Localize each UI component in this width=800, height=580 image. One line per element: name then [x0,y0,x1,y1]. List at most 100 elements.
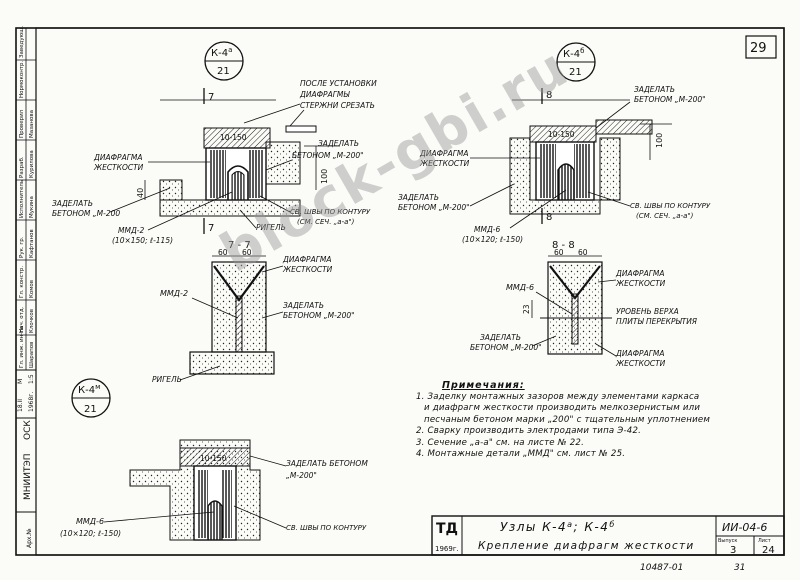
strip-check-label: Нормоконтр. [19,61,25,98]
strip-role-3: Рук. гр. [19,236,25,258]
strip-name-1: Клочков [29,309,35,333]
bottom-sheet-number: 31 [734,563,745,573]
title-line1: Узлы К-4а; К-4б [500,520,616,534]
section-77-diaphragm: ДИАФРАГМА [282,255,332,264]
callout-section-ref-b: (СМ. СЕЧ. „а-а") [636,212,694,220]
notes-title: Примечания: [442,380,525,391]
strip-role-0: Гл. инж. ин-та [19,326,25,368]
node-k4m-label: К-4м [78,383,100,396]
callout-cut-rods: СТЕРЖНИ СРЕЗАТЬ [300,101,375,110]
scale-label: М [17,379,24,384]
node-k4b: К-4б 21 8 8 100 10-150 ЗАДЕЛАТЬ БЕТОНОМ … [398,42,711,244]
section-77-dim-b: 60 [242,248,252,257]
strip-name-5: Курилова [29,150,35,178]
strip-role-1: Нач. отд. [19,306,25,333]
section-88-mmd: ММД-6 [506,283,534,292]
section-88-embed: ЗАДЕЛАТЬ [480,333,521,342]
callout-embed-a2: ЗАДЕЛАТЬ [52,199,93,208]
section-77-beam: РИГЕЛЬ [152,375,182,384]
left-stamp-strip: МНИИТЭП ОСК Арх.№ 18.II 1968г. М 1:5 Гл.… [16,26,36,548]
cut-7-top: 7 [208,92,214,103]
section-88-dim-23: 23 [522,304,531,314]
notes-line-3: песчаным бетоном марки „200" с тщательны… [424,414,711,425]
notes-line-4: 2. Сварку производить электродами типа Э… [416,426,642,436]
callout-diaphragm-b: ДИАФРАГМА [419,149,469,158]
strip-chief-label: Заведующ. [19,26,25,58]
callout-beam-a: РИГЕЛЬ [256,223,286,232]
callout-mmd-size-b: (10×120; ℓ-150) [462,235,523,244]
node-k4m-mmd-size: (10×120; ℓ-150) [60,529,121,538]
callout-embed-b1: ЗАДЕЛАТЬ [634,85,675,94]
callout-mmd-a: ММД-2 [118,226,145,235]
node-k4b-dim-100: 100 [655,133,664,148]
section-88-slab-level1: УРОВЕНЬ ВЕРХА [616,307,679,316]
page-number: 29 [750,41,767,56]
org-dept: ОСК [23,420,33,440]
callout-diaphragm-rods: ДИАФРАГМЫ [299,90,350,99]
node-k4m-embed: ЗАДЕЛАТЬ БЕТОНОМ [286,459,368,468]
node-k4b-dim-top: 10-150 [548,130,575,139]
node-k4a-sheet-ref: 21 [217,66,230,77]
node-k4m-concrete: „М-200" [286,471,317,480]
callout-diaphragm-a: ДИАФРАГМА [93,153,143,162]
section-88-dim-b: 60 [578,248,588,257]
callout-concrete-a1: БЕТОНОМ „М-200" [292,151,364,160]
callout-mmd-b: ММД-6 [474,225,501,234]
cut-8-bottom: 8 [546,212,552,223]
callout-concrete-a2: БЕТОНОМ „М-200 [52,209,120,218]
notes-line-2: и диафрагм жесткости производить мелкозе… [424,403,701,413]
section-88-diaphragm2: ДИАФРАГМА [615,349,665,358]
node-k4m-sheet-ref: 21 [84,404,97,415]
title-sheet-label: Лист [758,538,771,544]
node-k4m: К-4м 21 10-150 ЗАДЕЛАТЬ БЕТОНОМ „М-200" … [60,378,368,541]
section-77-embed: ЗАДЕЛАТЬ [283,301,324,310]
page-number-box [745,35,777,59]
strip-role-5: Разраб. [19,156,25,178]
archive-label: Арх.№ [26,528,33,548]
callout-weld-b: СВ. ШВЫ ПО КОНТУРУ [630,202,711,210]
section-8-8: 8 - 8 60 60 ММД-6 23 ДИАФРАГМА ЖЕСТКОСТИ… [470,240,697,368]
inner-frame [35,27,785,556]
section-88-title: 8 - 8 [552,240,575,251]
callout-embed-b2: ЗАДЕЛАТЬ [398,193,439,202]
section-7-7: 7 - 7 60 60 ДИАФРАГМА ЖЕСТКОСТИ ММД-2 ЗА… [152,240,355,384]
title-year: 1969г. [435,545,459,553]
section-88-stiffness2: ЖЕСТКОСТИ [615,359,666,368]
notes-block: Примечания: 1. Заделку монтажных зазоров… [416,380,776,461]
section-88-stiffness: ЖЕСТКОСТИ [615,279,666,288]
strip-name-2: Комов [29,280,35,298]
callout-embed-a1: ЗАДЕЛАТЬ [318,139,359,148]
org-name: МНИИТЭП [23,453,33,500]
title-line2: Крепление диафрагм жесткости [478,540,694,552]
title-code: ИИ-04-6 [722,521,767,534]
node-k4m-mmd: ММД-6 [76,517,104,526]
callout-mmd-size-a: (10×150; ℓ-115) [112,236,173,245]
title-block: ТД 1969г. Узлы К-4а; К-4б Крепление диаф… [431,515,785,556]
strip-role-6: Проверил [19,109,25,138]
callout-concrete-b1: БЕТОНОМ „М-200" [634,95,706,104]
title-issue-label: Выпуск [718,538,737,544]
section-88-slab-level2: ПЛИТЫ ПЕРЕКРЫТИЯ [616,317,697,326]
node-k4a-column-stub [265,141,301,185]
section-88-diaphragm: ДИАФРАГМА [615,269,665,278]
section-77-dim-a: 60 [218,248,228,257]
strip-name-6: Мазанова [29,110,35,138]
title-sheet: 24 [762,545,775,556]
callout-after-install: ПОСЛЕ УСТАНОВКИ [300,79,377,88]
strip-name-4: Мукина [29,196,35,218]
notes-line-5: 3. Сечение „а-а" см. на листе № 22. [416,437,585,448]
stamp-date: 18.II [17,399,24,412]
scale-value: 1:5 [28,374,35,384]
node-k4a: К-4а 21 7 7 100 40 10-150 ПОСЛЕ УСТАНОВК… [52,41,377,245]
callout-concrete-b2: БЕТОНОМ „М-200" [398,203,470,212]
node-k4a-label: К-4а [211,46,232,59]
strip-name-0: Шарапов [29,342,35,368]
callout-weld-a: СВ. ШВЫ ПО КОНТУРУ [290,208,371,216]
cut-8-top: 8 [546,90,552,101]
node-k4b-label: К-4б [563,47,584,60]
callout-stiffness-a: ЖЕСТКОСТИ [93,163,144,172]
notes-line-6: 4. Монтажные детали „ММД" см. лист № 25. [416,449,626,459]
stamp-year: 1968г. [28,392,35,412]
